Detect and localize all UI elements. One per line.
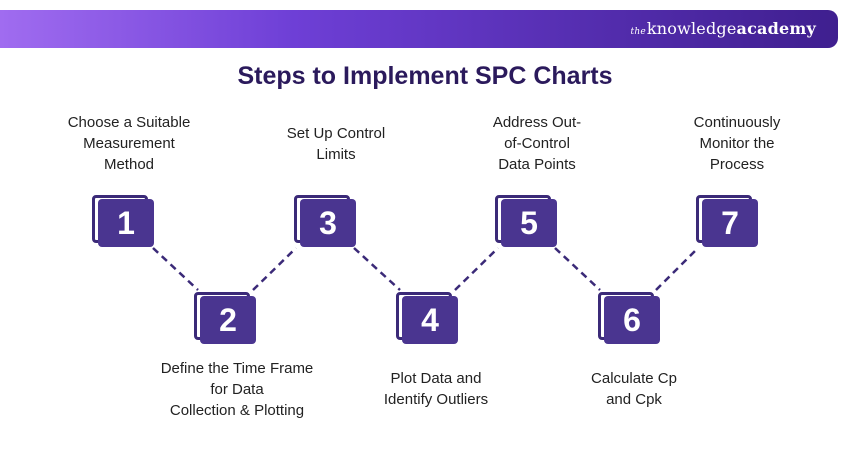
- step-4-box: 4: [396, 292, 458, 344]
- step-5-label-line: Data Points: [498, 156, 576, 173]
- step-5-box: 5: [495, 195, 557, 247]
- step-6-label-line: Calculate Cp: [591, 370, 677, 387]
- step-5-label-line: of-Control: [504, 135, 570, 152]
- step-3-label-line: Limits: [316, 146, 356, 163]
- step-2-label: Define the Time Frame for Data Collectio…: [137, 358, 337, 421]
- step-1-box: 1: [92, 195, 154, 247]
- step-5-label-line: Address Out-: [492, 114, 582, 131]
- step-7-label-line: Process: [709, 156, 765, 173]
- step-2-label-line: Define the Time Frame: [160, 360, 314, 377]
- step-7-label-line: Monitor the: [699, 135, 775, 152]
- connector-5-6: [554, 247, 601, 291]
- header-banner: the knowledge academy: [0, 10, 838, 48]
- step-4-label: Plot Data and Identify Outliers: [336, 368, 536, 410]
- step-3-label-line: Set Up Control: [286, 125, 386, 142]
- step-4-label-line: Plot Data and: [390, 370, 482, 387]
- connector-2-3: [252, 247, 297, 291]
- step-5-number: 5: [501, 199, 557, 247]
- connector-6-7: [655, 247, 699, 291]
- connector-3-4: [353, 247, 401, 291]
- step-1-label-line: Measurement: [83, 135, 175, 152]
- step-1-number: 1: [98, 199, 154, 247]
- brand-logo-the: the: [630, 27, 646, 37]
- step-1-label-line: Choose a Suitable: [67, 114, 191, 131]
- step-1-label: Choose a Suitable Measurement Method: [29, 112, 229, 175]
- step-3-number: 3: [300, 199, 356, 247]
- brand-logo-knowledge: knowledge: [646, 19, 737, 38]
- step-7-label-line: Continuously: [693, 114, 781, 131]
- connector-4-5: [454, 247, 499, 291]
- step-7-label: Continuously Monitor the Process: [637, 112, 837, 175]
- step-3-label: Set Up Control Limits: [236, 123, 436, 165]
- step-6-label: Calculate Cp and Cpk: [534, 368, 734, 410]
- step-7-box: 7: [696, 195, 758, 247]
- step-4-label-line: Identify Outliers: [383, 391, 489, 408]
- step-3-box: 3: [294, 195, 356, 247]
- brand-logo[interactable]: the knowledge academy: [631, 19, 817, 38]
- step-2-label-line: for Data: [210, 381, 264, 398]
- step-2-label-line: Collection & Plotting: [169, 402, 305, 419]
- page-title: Steps to Implement SPC Charts: [237, 62, 613, 90]
- step-1-label-line: Method: [103, 156, 155, 173]
- step-5-label: Address Out- of-Control Data Points: [437, 112, 637, 175]
- step-6-box: 6: [598, 292, 660, 344]
- step-7-number: 7: [702, 199, 758, 247]
- step-6-number: 6: [604, 296, 660, 344]
- step-4-number: 4: [402, 296, 458, 344]
- connector-1-2: [152, 247, 199, 291]
- step-6-label-line: and Cpk: [606, 391, 662, 408]
- step-2-number: 2: [200, 296, 256, 344]
- step-2-box: 2: [194, 292, 256, 344]
- brand-logo-academy: academy: [736, 19, 816, 38]
